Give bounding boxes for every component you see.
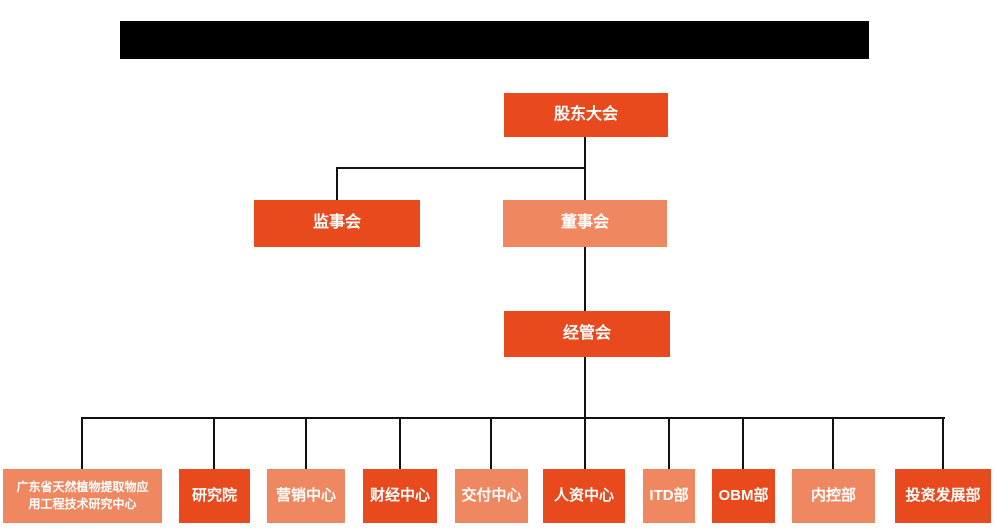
connector-dept-drop-4: [399, 417, 401, 469]
connector-dept-drop-2: [213, 417, 215, 469]
connector-branch-level2: [336, 167, 586, 169]
node-dept-delivery-center: 交付中心: [455, 469, 528, 523]
connector-dept-drop-10: [942, 417, 944, 469]
redacted-title-bar: [120, 21, 869, 59]
node-dept-research-institute: 研究院: [179, 469, 250, 523]
node-dept-internal-control: 内控部: [792, 469, 875, 523]
node-dept-investment-development: 投资发展部: [895, 469, 991, 523]
node-management-committee: 经管会: [504, 311, 670, 357]
connector-board-to-management: [584, 247, 586, 311]
connector-dept-drop-9: [832, 417, 834, 469]
node-board-of-directors: 董事会: [503, 200, 667, 247]
connector-dept-drop-1: [81, 417, 83, 469]
node-dept-itd: ITD部: [643, 469, 695, 523]
node-dept-research-center: 广东省天然植物提取物应用工程技术研究中心: [3, 469, 162, 523]
node-dept-obm: OBM部: [712, 469, 775, 523]
connector-dept-drop-5: [490, 417, 492, 469]
connector-dept-drop-3: [305, 417, 307, 469]
node-supervisory-board: 监事会: [254, 200, 420, 247]
node-dept-marketing-center: 营销中心: [267, 469, 345, 523]
node-dept-finance-center: 财经中心: [363, 469, 437, 523]
node-shareholders-meeting: 股东大会: [504, 93, 668, 137]
connector-supervisory-drop: [336, 167, 338, 200]
connector-dept-drop-7: [668, 417, 670, 469]
connector-branch-departments: [81, 417, 945, 419]
connector-dept-drop-6: [584, 417, 586, 469]
node-dept-hr-center: 人资中心: [543, 469, 625, 523]
connector-dept-drop-8: [742, 417, 744, 469]
connector-management-down: [584, 357, 586, 418]
